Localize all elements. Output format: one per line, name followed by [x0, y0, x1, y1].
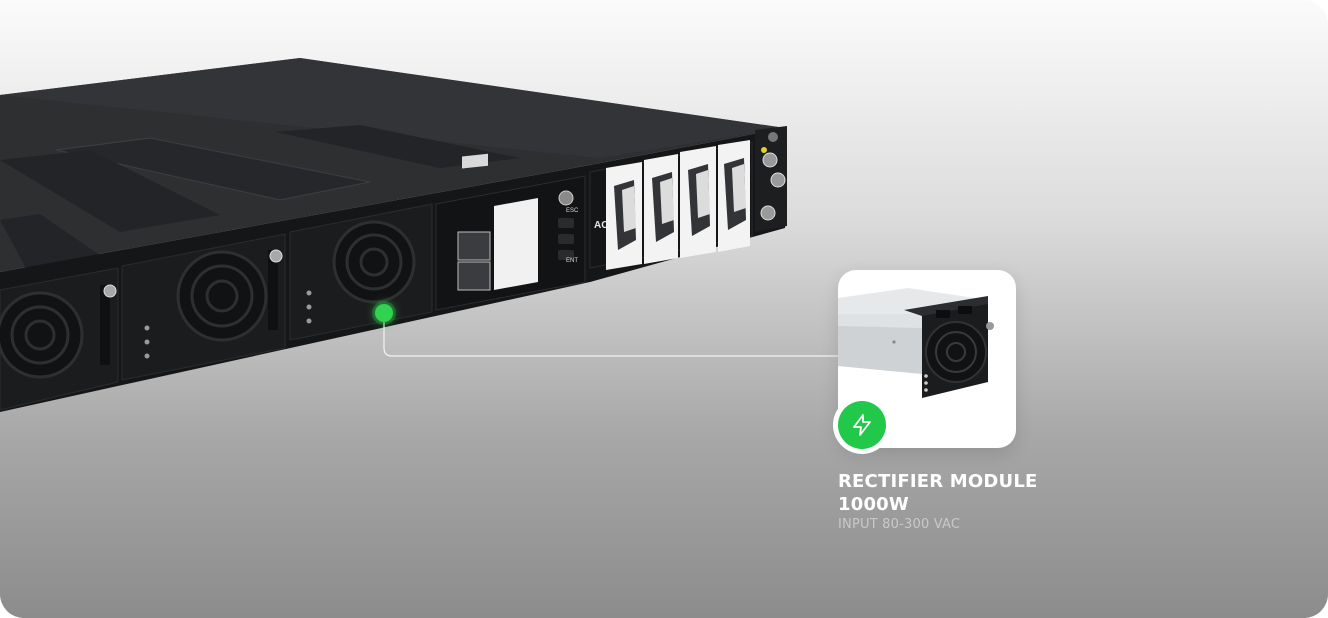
callout-subtitle: INPUT 80-300 VAC — [838, 517, 961, 532]
callout-title-line2: 1000W — [838, 494, 909, 515]
ac-label: AC — [594, 220, 608, 231]
badge — [833, 396, 891, 454]
rectifier-module-image — [838, 288, 994, 398]
ent-label: ENT — [566, 258, 578, 264]
rectifier-hotspot[interactable] — [375, 304, 393, 322]
callout-title: RECTIFIER MODULE 1000W — [838, 470, 1098, 516]
esc-label: ESC — [566, 208, 579, 214]
callout-title-line1: RECTIFIER MODULE — [838, 471, 1038, 492]
lightning-bolt-icon — [838, 401, 886, 449]
